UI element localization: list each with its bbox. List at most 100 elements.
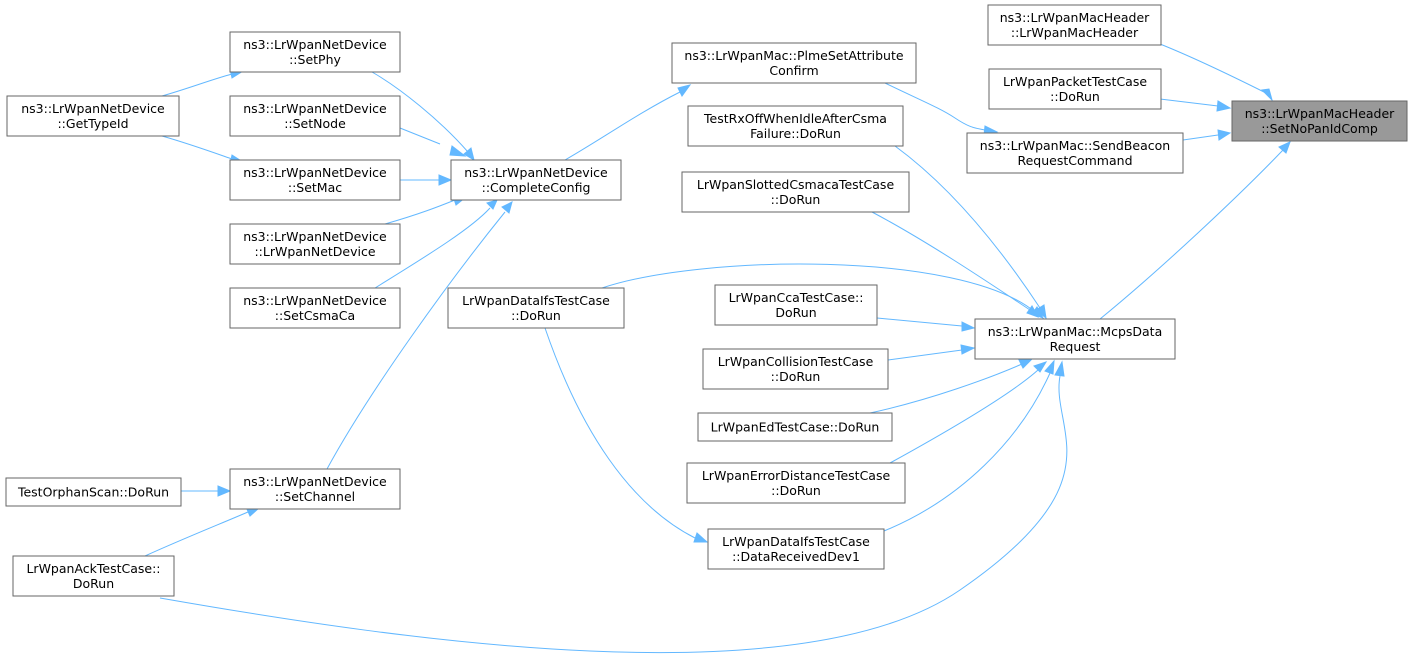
edge-orphan-arrowhead	[217, 485, 232, 497]
edge-acktest-mcps	[159, 375, 1068, 654]
node-label-line: ::LrWpanNetDevice	[254, 244, 375, 259]
node-label-line: ::LrWpanMacHeader	[1011, 25, 1139, 40]
node-label-line: ::SetNode	[284, 116, 346, 131]
node-label-line: ::SetChannel	[275, 489, 355, 504]
edge-mcps-plmeset	[564, 91, 681, 161]
node-datarecv[interactable]: LrWpanDataIfsTestCase::DataReceivedDev1	[707, 528, 885, 570]
edge-errdist-arrowhead	[1033, 361, 1048, 373]
edge-acktest-setchannel	[144, 511, 249, 557]
node-box[interactable]	[229, 95, 401, 137]
node-box[interactable]	[686, 462, 906, 504]
edge-rxoff	[894, 145, 1041, 309]
node-label-line: ns3::LrWpanNetDevice	[243, 101, 387, 116]
node-box[interactable]	[974, 318, 1176, 360]
edge-slotted	[871, 211, 1031, 311]
node-label-line: LrWpanErrorDistanceTestCase	[702, 468, 891, 483]
node-box[interactable]	[229, 223, 401, 265]
edge-datafs-mcps	[601, 263, 1036, 313]
node-orphan[interactable]: TestOrphanScan::DoRun	[5, 477, 182, 507]
edge-ed-arrowhead	[1018, 358, 1034, 369]
node-box[interactable]	[702, 348, 889, 390]
node-label-line: LrWpanCcaTestCase::	[729, 290, 864, 305]
node-box[interactable]	[681, 171, 910, 213]
edge-setphy	[371, 71, 469, 153]
node-label-line: Confirm	[769, 63, 818, 78]
edge-gettypeid-setmac	[161, 135, 233, 160]
node-setmac[interactable]: ns3::LrWpanNetDevice::SetMac	[229, 159, 401, 201]
node-datafs[interactable]: LrWpanDataIfsTestCase::DoRun	[447, 287, 625, 329]
node-slotted[interactable]: LrWpanSlottedCsmacaTestCase::DoRun	[681, 171, 910, 213]
node-label-line: ::CompleteConfig	[482, 180, 591, 195]
edge-setnode-arrowhead	[449, 145, 467, 157]
node-label-line: ns3::LrWpanNetDevice	[21, 101, 165, 116]
node-box[interactable]	[966, 132, 1184, 174]
node-label-line: Request	[1050, 339, 1101, 354]
node-label-line: DoRun	[775, 305, 816, 320]
node-label-line: ::DoRun	[511, 308, 561, 323]
node-setphy[interactable]: ns3::LrWpanNetDevice::SetPhy	[229, 31, 401, 73]
nodes-layer: ns3::LrWpanMacHeader::SetNoPanIdCompns3:…	[5, 4, 1408, 597]
node-setnopanidcomp[interactable]: ns3::LrWpanMacHeader::SetNoPanIdComp	[1231, 100, 1408, 142]
node-box[interactable]	[6, 95, 180, 137]
node-hdr_ctor[interactable]: ns3::LrWpanMacHeader::LrWpanMacHeader	[987, 4, 1162, 46]
edge-errdist	[889, 369, 1039, 464]
node-box[interactable]	[697, 412, 893, 442]
node-box[interactable]	[12, 555, 175, 597]
node-setcsmaca[interactable]: ns3::LrWpanNetDevice::SetCsmaCa	[229, 287, 401, 329]
node-box[interactable]	[229, 287, 401, 329]
node-collision[interactable]: LrWpanCollisionTestCase::DoRun	[702, 348, 889, 390]
edge-collision-arrowhead	[960, 344, 976, 355]
node-gettypeid[interactable]: ns3::LrWpanNetDevice::GetTypeId	[6, 95, 180, 137]
edge-collision	[887, 349, 963, 361]
edge-datarecv	[883, 372, 1051, 532]
edge-setchannel	[326, 211, 506, 470]
node-label-line: ::SetPhy	[289, 52, 341, 67]
node-completeconfig[interactable]: ns3::LrWpanNetDevice::CompleteConfig	[450, 159, 622, 201]
node-label-line: ::DoRun	[771, 192, 821, 207]
node-cca[interactable]: LrWpanCcaTestCase::DoRun	[714, 284, 878, 326]
edge-setmac-arrowhead	[438, 174, 453, 186]
node-label-line: TestRxOffWhenIdleAfterCsma	[703, 111, 887, 126]
node-setnode[interactable]: ns3::LrWpanNetDevice::SetNode	[229, 95, 401, 137]
node-box[interactable]	[687, 105, 904, 147]
node-box[interactable]	[450, 159, 622, 201]
node-box[interactable]	[229, 468, 401, 510]
node-label-line: ns3::LrWpanMac::SendBeacon	[980, 138, 1170, 153]
node-box[interactable]	[988, 68, 1162, 110]
node-errdist[interactable]: LrWpanErrorDistanceTestCase::DoRun	[686, 462, 906, 504]
node-box[interactable]	[714, 284, 878, 326]
node-ed[interactable]: LrWpanEdTestCase::DoRun	[697, 412, 893, 442]
node-label-line: ns3::LrWpanNetDevice	[243, 165, 387, 180]
edge-setchannel-arrowhead	[501, 201, 513, 214]
edge-hdr-ctor-arrowhead	[1260, 88, 1273, 102]
node-packettest[interactable]: LrWpanPacketTestCase::DoRun	[988, 68, 1162, 110]
node-label-line: ns3::LrWpanMac::McpsData	[988, 324, 1162, 339]
edge-setnode	[399, 127, 441, 145]
node-box[interactable]	[5, 477, 182, 507]
edge-sendbeacon-arrowhead	[1217, 129, 1232, 141]
node-acktest[interactable]: LrWpanAckTestCase::DoRun	[12, 555, 175, 597]
node-box[interactable]	[1231, 100, 1408, 142]
node-label-line: LrWpanEdTestCase::DoRun	[711, 420, 880, 435]
node-box[interactable]	[671, 42, 917, 84]
edge-sendbeacon	[1182, 134, 1219, 141]
node-label-line: ::DoRun	[1050, 89, 1100, 104]
node-box[interactable]	[229, 31, 401, 73]
node-box[interactable]	[987, 4, 1162, 46]
node-label-line: ns3::LrWpanNetDevice	[243, 293, 387, 308]
edge-packettest-arrowhead	[1216, 100, 1232, 112]
node-netdev_ctor[interactable]: ns3::LrWpanNetDevice::LrWpanNetDevice	[229, 223, 401, 265]
node-label-line: LrWpanDataIfsTestCase	[722, 534, 870, 549]
edge-hdr-ctor	[1159, 43, 1267, 94]
node-box[interactable]	[447, 287, 625, 329]
node-box[interactable]	[229, 159, 401, 201]
node-box[interactable]	[707, 528, 885, 570]
edge-gettypeid-setphy	[161, 73, 233, 97]
edge-mcps-plmeset-arrowhead	[677, 84, 692, 97]
node-setchannel[interactable]: ns3::LrWpanNetDevice::SetChannel	[229, 468, 401, 510]
